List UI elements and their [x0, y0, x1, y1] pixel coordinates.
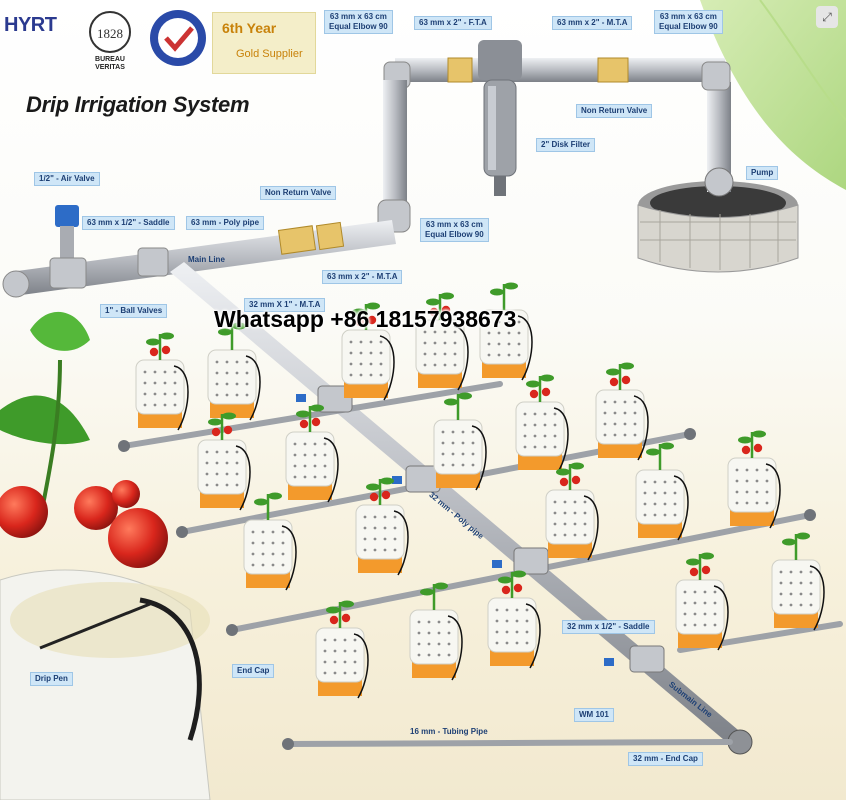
plant-bag [197, 412, 251, 511]
plant-bag [315, 600, 369, 699]
plant-bags [135, 282, 825, 699]
label-non-return-main: Non Return Valve [260, 186, 337, 200]
plant-bag [727, 430, 781, 529]
plant-bag [135, 332, 189, 431]
plant-bag [243, 492, 297, 591]
label-saddle-main: 63 mm x 1/2" - Saddle [82, 216, 175, 230]
plant-bag [545, 462, 599, 561]
page-title: Drip Irrigation System [26, 92, 250, 117]
bureau-veritas-logo: 1828 [89, 11, 131, 53]
well [637, 181, 799, 273]
disk-filter [478, 40, 522, 196]
plant-bag [341, 302, 395, 401]
plant-bag [515, 374, 569, 473]
year-badge: 6th Year [222, 20, 277, 36]
label-disk-filter: 2" Disk Filter [536, 138, 596, 152]
plant-bag [771, 532, 825, 631]
whatsapp-contact: Whatsapp +86 18157938673 [214, 306, 517, 332]
label-top-mta: 63 mm x 2" - M.T.A [552, 16, 633, 30]
label-wm101: WM 101 [574, 708, 614, 722]
label-ball-valves: 1" - Ball Valves [100, 304, 168, 318]
supplier-seal-icon [150, 10, 206, 66]
plant-bag [355, 477, 409, 576]
label-tubing-pipe: 16 mm - Tubing Pipe [410, 727, 488, 736]
gold-supplier-badge [212, 12, 316, 74]
plant-bag [207, 322, 261, 421]
svg-text:1828: 1828 [97, 26, 123, 41]
label-main-line: Main Line [188, 255, 225, 264]
gold-supplier-text: Gold Supplier [236, 48, 303, 60]
label-air-valve: 1/2" - Air Valve [34, 172, 100, 186]
label-drip-pen: Drip Pen [30, 672, 73, 686]
plant-bag [675, 552, 729, 651]
drip-pen-bag [0, 569, 211, 800]
plant-bag [479, 282, 533, 381]
label-non-return-top: Non Return Valve [576, 104, 653, 118]
expand-icon[interactable]: ⤢ [816, 6, 838, 28]
certification-text: BUREAU VERITAS [95, 56, 125, 71]
label-saddle-32: 32 mm x 1/2" - Saddle [562, 620, 655, 634]
plant-bag [635, 442, 689, 541]
label-poly-pipe: 63 mm - Poly pipe [186, 216, 265, 230]
label-mta-32: 32 mm X 1" - M.T.A [244, 298, 326, 312]
plant-bag [415, 292, 469, 391]
tomato-plant-decor [0, 311, 168, 568]
plant-bag [595, 362, 649, 461]
label-mta-main: 63 mm x 2" - M.T.A [322, 270, 403, 284]
plant-bag [409, 582, 463, 681]
decorative-leaf [700, 0, 846, 190]
label-end-cap-32: 32 mm - End Cap [628, 752, 703, 766]
brand-logo: HYRT [4, 14, 57, 36]
label-end-cap: End Cap [232, 664, 275, 678]
plant-bag [433, 392, 487, 491]
plant-bag [285, 404, 339, 503]
label-pump: Pump [746, 166, 779, 180]
label-fta: 63 mm x 2" - F.T.A [414, 16, 492, 30]
plant-bag [487, 570, 541, 669]
